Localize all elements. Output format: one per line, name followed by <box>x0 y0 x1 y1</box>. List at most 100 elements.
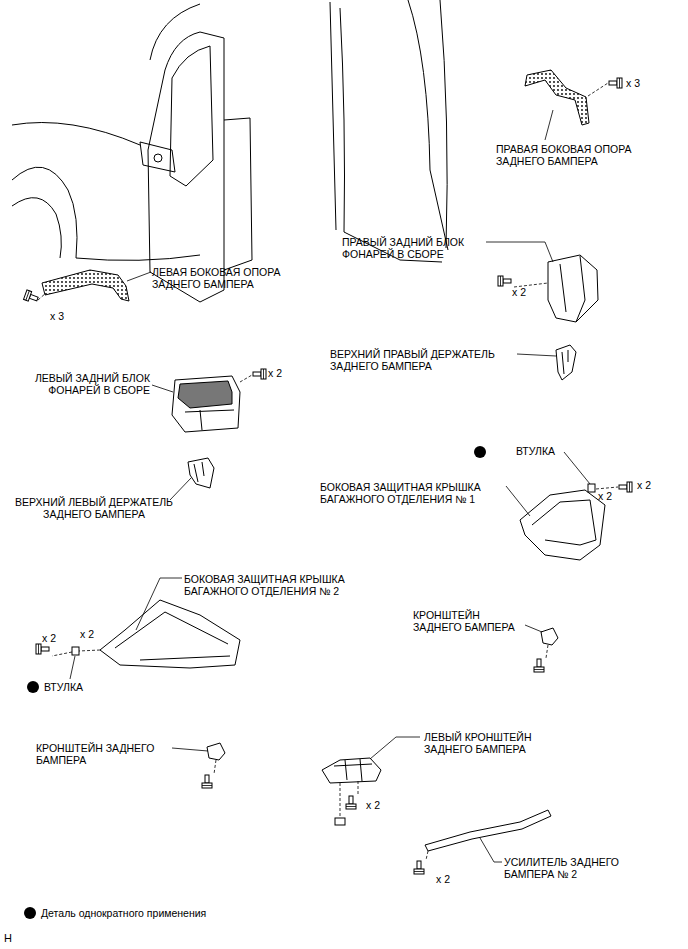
wheel-arch <box>12 167 77 258</box>
part-label: БОКОВАЯ ЗАЩИТНАЯ КРЫШКА БАГАЖНОГО ОТДЕЛЕ… <box>184 573 370 597</box>
part-label: КРОНШТЕЙН ЗАДНЕГО БАМПЕРА <box>413 609 525 633</box>
trunk-side-cover-2 <box>100 600 240 668</box>
quantity-label: x 2 <box>42 632 56 644</box>
part-label: ВТУЛКА <box>516 445 555 457</box>
lamp-detail <box>185 410 234 430</box>
upper-right-holder <box>556 345 576 380</box>
assembly-line <box>596 487 618 489</box>
part-label: ВТУЛКА <box>44 681 83 693</box>
part-label: ПРАВАЯ БОКОВАЯ ОПОРА ЗАДНЕГО БАМПЕРА <box>496 143 651 167</box>
leader-line <box>525 625 542 632</box>
assembly-line <box>340 781 358 818</box>
holder-detail <box>194 462 204 482</box>
bolt <box>414 861 424 874</box>
legend-text: Деталь однократного применения <box>41 907 206 919</box>
body-line <box>150 4 200 60</box>
part-label: КРОНШТЕЙН ЗАДНЕГО БАМПЕРА <box>36 742 172 766</box>
assembly-line <box>52 650 100 656</box>
parts <box>42 70 605 851</box>
bushing <box>72 647 79 655</box>
quantity-label: x 2 <box>436 873 450 885</box>
part-label: ЛЕВАЯ БОКОВАЯ ОПОРА ЗАДНЕГО БАМПЕРА <box>152 266 302 290</box>
quantity-label: x 3 <box>50 310 64 322</box>
rear-bumper-bracket <box>541 628 558 645</box>
lamp-cavity <box>170 46 213 186</box>
part-label: ВЕРХНИЙ ЛЕВЫЙ ДЕРЖАТЕЛЬ ЗАДНЕГО БАМПЕРА <box>4 496 184 520</box>
leader-line <box>480 838 502 862</box>
body-line <box>340 8 442 262</box>
rear-bumper-reinforcement-2 <box>425 810 551 851</box>
nut <box>335 818 345 825</box>
upper-left-holder <box>188 458 214 488</box>
bushing <box>588 484 595 492</box>
part-label: ЛЕВЫЙ ЗАДНИЙ БЛОК ФОНАРЕЙ В СБОРЕ <box>18 372 150 396</box>
assembly-line <box>240 375 252 382</box>
part-label: ВЕРХНИЙ ПРАВЫЙ ДЕРЖАТЕЛЬ ЗАДНЕГО БАМПЕРА <box>330 348 516 372</box>
right-side-support <box>525 70 589 125</box>
bolt <box>534 659 544 672</box>
body-line <box>12 123 140 146</box>
part-label: БОКОВАЯ ЗАЩИТНАЯ КРЫШКА БАГАЖНОГО ОТДЕЛЕ… <box>320 481 506 505</box>
bracket-detail <box>334 759 372 781</box>
right-tail-lamp <box>548 255 598 322</box>
leader-line <box>564 452 590 484</box>
bolt <box>24 290 40 304</box>
leader-line <box>136 578 182 630</box>
leader-line <box>517 354 556 356</box>
body-line <box>224 118 252 270</box>
assembly-line <box>38 293 46 300</box>
lamp-detail <box>560 256 585 322</box>
one-time-use-dot <box>27 681 39 693</box>
leader-line <box>486 242 553 262</box>
leader-line <box>370 737 420 759</box>
rear-bumper-bracket <box>207 743 225 760</box>
bumper-line <box>76 255 200 260</box>
left-rear-bumper-bracket <box>322 758 381 783</box>
assembly-line <box>214 760 216 774</box>
quantity-label: x 2 <box>268 367 282 379</box>
tire <box>12 198 61 258</box>
lamp-detail <box>178 381 232 408</box>
part-label: ЛЕВЫЙ КРОНШТЕЙН ЗАДНЕГО БАМПЕРА <box>424 731 556 755</box>
quantity-label: x 2 <box>80 628 94 640</box>
trunk-side-cover-1 <box>520 490 605 560</box>
bolt <box>253 369 266 379</box>
quantity-label: x 3 <box>626 77 640 89</box>
rear-pillar <box>148 32 224 302</box>
quantity-label: x 2 <box>512 286 526 298</box>
leader-line <box>172 748 208 751</box>
bolt <box>609 78 622 88</box>
part-label: УСИЛИТЕЛЬ ЗАДНЕГО БАМПЕРА № 2 <box>504 856 642 880</box>
cover-detail <box>532 500 596 545</box>
cover-detail <box>115 612 230 660</box>
left-side-support <box>42 270 129 301</box>
left-tail-lamp <box>172 376 240 432</box>
leader-line <box>506 486 530 516</box>
bolt <box>36 644 49 654</box>
bolts <box>24 78 632 874</box>
bolt <box>346 796 356 809</box>
holder-detail <box>562 350 568 374</box>
leader-line <box>70 656 75 679</box>
bolt <box>498 276 511 286</box>
page-code: H <box>4 932 12 944</box>
bolt <box>202 775 212 788</box>
quantity-label: x 2 <box>598 490 612 502</box>
assembly-line <box>588 83 608 96</box>
leader-line <box>170 478 191 500</box>
body-line <box>440 0 447 248</box>
quantity-label: x 2 <box>637 479 651 491</box>
leader-line <box>152 385 173 392</box>
legend-dot <box>24 907 36 919</box>
bolt <box>619 482 632 492</box>
body-line <box>330 2 336 230</box>
assembly-line <box>426 851 428 860</box>
quantity-label: x 2 <box>366 799 380 811</box>
body-bracket <box>140 142 175 172</box>
assembly-line <box>546 645 548 658</box>
body-line <box>408 0 448 250</box>
leader-line <box>545 110 553 140</box>
one-time-use-dot <box>474 446 486 458</box>
leader-line <box>127 272 151 281</box>
